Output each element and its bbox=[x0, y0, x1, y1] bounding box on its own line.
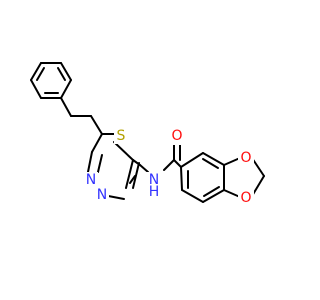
atom-label-backdrop bbox=[238, 149, 254, 167]
sulfur-atom: S bbox=[114, 128, 128, 144]
bond bbox=[163, 159, 175, 171]
bond bbox=[30, 62, 42, 81]
dioxole-oxygen-label: O bbox=[240, 190, 251, 206]
bond bbox=[223, 157, 241, 166]
amide-nitrogen-label: N bbox=[149, 172, 159, 188]
atom-label-backdrop bbox=[84, 172, 98, 188]
nitrogen-label: N bbox=[86, 172, 96, 188]
bond bbox=[36, 67, 45, 81]
nitrogen-atom-upper: N bbox=[84, 172, 98, 188]
bond bbox=[60, 79, 72, 99]
sulfur-label: S bbox=[117, 128, 126, 144]
atom-label-backdrop bbox=[95, 187, 109, 203]
bond bbox=[129, 175, 136, 184]
bond bbox=[113, 141, 134, 161]
dioxole-oxygen-bottom-atom: O bbox=[238, 189, 254, 207]
atom-label-backdrop bbox=[145, 172, 171, 196]
nitrogen-atom-lower: N bbox=[95, 187, 109, 203]
carbonyl-oxygen-label: O bbox=[171, 128, 182, 144]
bond bbox=[125, 159, 134, 189]
bond bbox=[60, 97, 72, 117]
bond bbox=[181, 189, 204, 203]
nitrogen-label: N bbox=[97, 187, 107, 203]
bond bbox=[90, 115, 103, 135]
bond bbox=[203, 186, 220, 197]
bond bbox=[91, 133, 103, 153]
bond bbox=[180, 166, 183, 191]
bond bbox=[30, 79, 42, 99]
bond bbox=[132, 162, 140, 189]
amide-hydrogen-label: H bbox=[149, 184, 160, 200]
bond bbox=[139, 164, 149, 173]
bond bbox=[223, 189, 241, 198]
amide-nitrogen-atom: N H bbox=[145, 172, 171, 200]
structure-drawing: S N N N H O O bbox=[30, 62, 265, 207]
molecule-diagram: S N N N H O O bbox=[30, 62, 265, 207]
bond bbox=[87, 151, 93, 173]
bond bbox=[57, 67, 66, 81]
bond bbox=[202, 152, 225, 166]
carbonyl-oxygen-atom: O bbox=[170, 127, 186, 145]
bond bbox=[173, 159, 182, 168]
bond bbox=[180, 152, 204, 168]
dioxole-oxygen-label: O bbox=[240, 150, 251, 166]
dioxole-oxygen-top-atom: O bbox=[238, 149, 254, 167]
atom-label-layer: S N N N H O O bbox=[84, 127, 254, 207]
atom-label-backdrop bbox=[114, 128, 128, 144]
bond bbox=[97, 154, 103, 173]
bond bbox=[202, 189, 225, 203]
atom-label-backdrop bbox=[170, 127, 186, 145]
bond bbox=[202, 158, 219, 169]
bond bbox=[132, 159, 141, 166]
bond bbox=[60, 62, 72, 81]
atom-label-backdrop bbox=[238, 189, 254, 207]
